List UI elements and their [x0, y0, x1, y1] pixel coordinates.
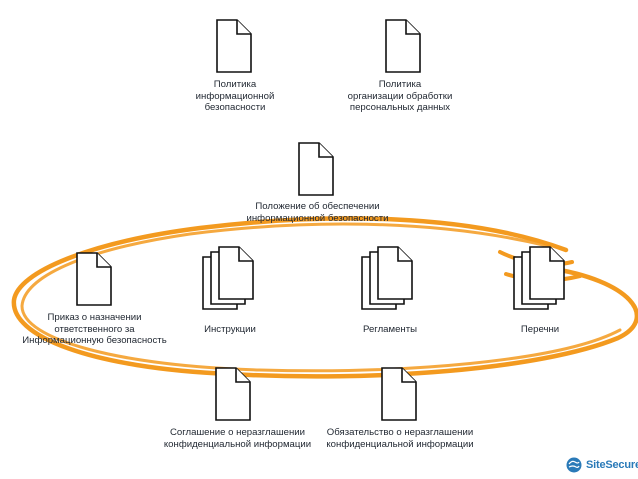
document-icon-policy-infosec — [216, 19, 252, 73]
document-icon-nda-agreement — [215, 367, 251, 421]
logo-text: SiteSecure — [586, 459, 638, 471]
label-order-responsible: Приказ о назначении ответственного за Ин… — [22, 312, 167, 346]
label-instructions: Инструкции — [204, 324, 256, 335]
label-reglaments: Регламенты — [362, 324, 418, 335]
document-icon-order-responsible — [76, 252, 112, 306]
label-nda-obligation: Обязательство о неразглашении конфиденци… — [326, 427, 474, 450]
document-icon-reglaments — [361, 246, 413, 310]
document-icon-lists — [513, 246, 565, 310]
document-icon-policy-pd — [385, 19, 421, 73]
globe-icon — [566, 457, 582, 473]
label-policy-pd: Политика организации обработки персональ… — [347, 79, 453, 113]
document-icon-nda-obligation — [381, 367, 417, 421]
label-policy-infosec: Политика информационной безопасности — [195, 79, 275, 113]
label-regulation-infosec: Положение об обеспечении информационной … — [246, 201, 389, 224]
highlight-stroke — [20, 222, 622, 373]
document-icon-instructions — [202, 246, 254, 310]
label-nda-agreement: Соглашение о неразглашении конфиденциаль… — [163, 427, 312, 450]
document-icons — [76, 19, 565, 421]
document-icon-regulation-infosec — [298, 142, 334, 196]
sitesecure-logo: SiteSecure — [566, 455, 638, 475]
highlight-stroke — [11, 216, 638, 379]
label-lists: Перечни — [520, 324, 560, 335]
